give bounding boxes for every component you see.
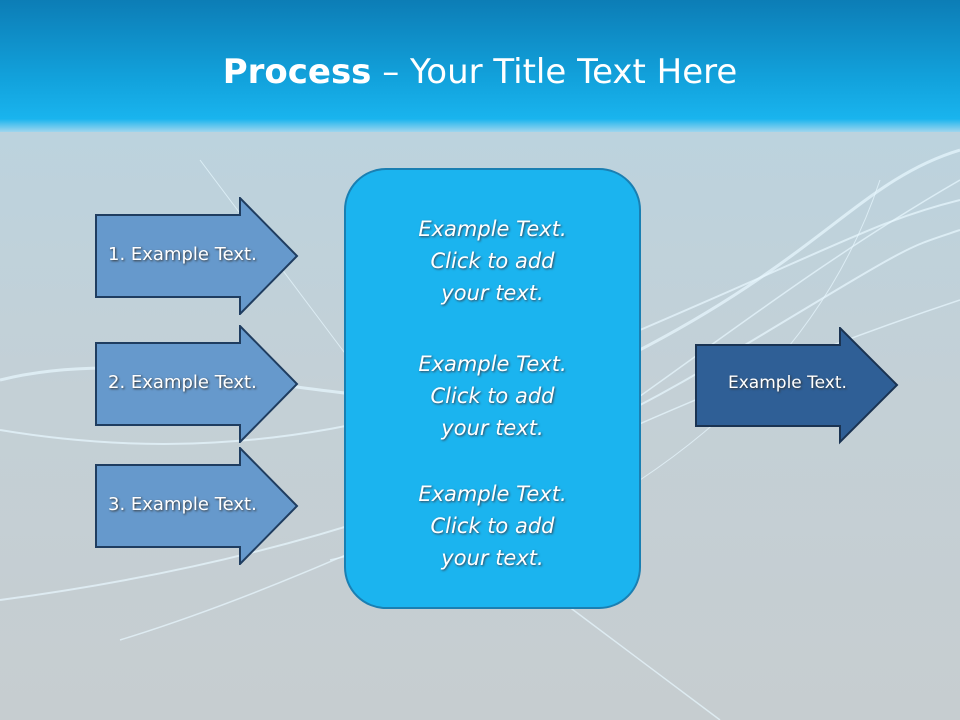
process-arrow-3[interactable]: 3. Example Text. <box>95 445 300 567</box>
arrow-label: 3. Example Text. <box>108 494 257 515</box>
process-arrow-1[interactable]: 1. Example Text. <box>95 195 300 317</box>
line: Example Text. <box>418 352 567 376</box>
line: your text. <box>441 281 544 305</box>
line: Click to add <box>430 514 555 538</box>
arrow-label: 2. Example Text. <box>108 372 257 393</box>
line: Click to add <box>430 249 555 273</box>
line: Click to add <box>430 384 555 408</box>
line: Example Text. <box>418 217 567 241</box>
line: your text. <box>441 416 544 440</box>
title-rest: – Your Title Text Here <box>371 52 738 92</box>
text-block-1: Example Text. Click to add your text. <box>346 213 639 309</box>
text-block-2: Example Text. Click to add your text. <box>346 348 639 444</box>
title-bar: Process – Your Title Text Here <box>0 0 960 132</box>
process-arrow-2[interactable]: 2. Example Text. <box>95 323 300 445</box>
text-block-3: Example Text. Click to add your text. <box>346 478 639 574</box>
arrow-label: 1. Example Text. <box>108 244 257 265</box>
line: Example Text. <box>418 482 567 506</box>
center-text-box[interactable]: Example Text. Click to add your text. Ex… <box>344 168 641 609</box>
title-bold: Process <box>222 52 372 92</box>
arrow-label: Example Text. <box>728 373 847 393</box>
line: your text. <box>441 546 544 570</box>
slide-title: Process – Your Title Text Here <box>0 52 960 92</box>
result-arrow[interactable]: Example Text. <box>695 325 900 445</box>
